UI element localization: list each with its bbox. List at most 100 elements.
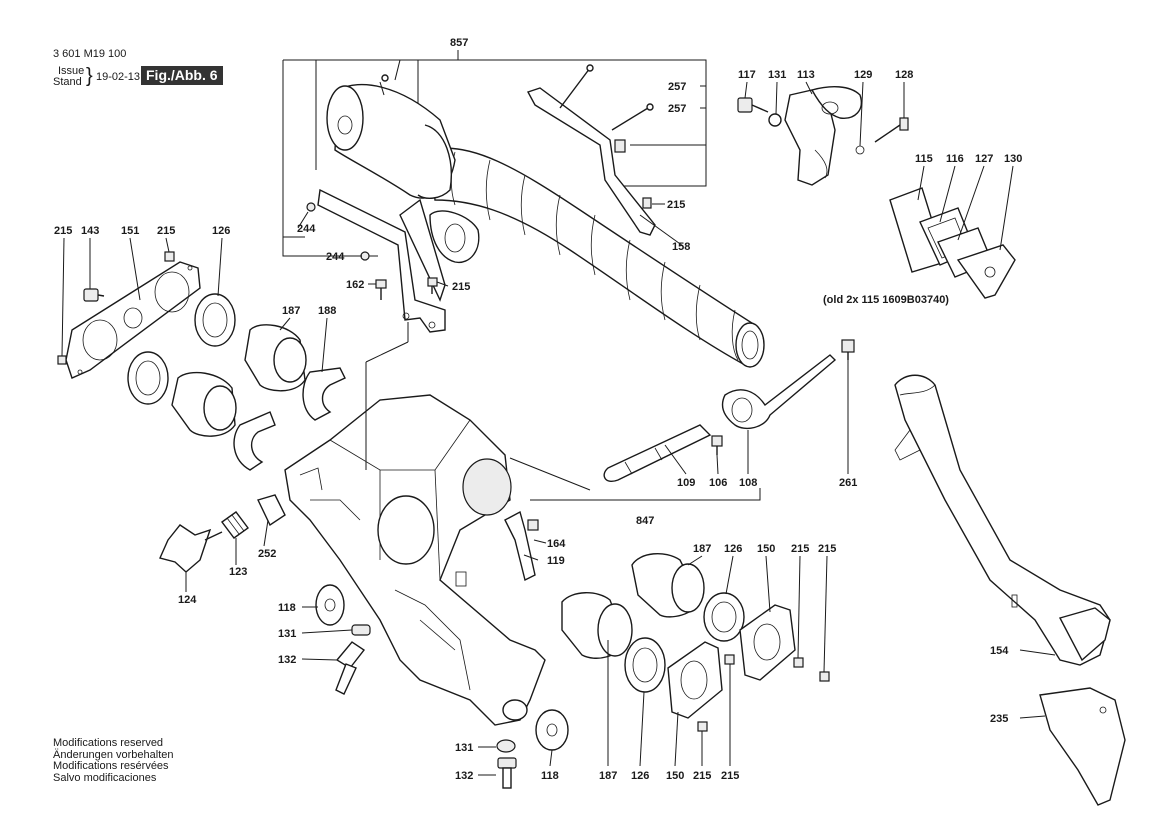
bushings-left <box>171 324 307 437</box>
note-en: Modifications reserved <box>53 737 164 749</box>
callout-108: 108 <box>739 477 757 489</box>
leader-lines <box>61 81 1056 776</box>
callout-847: 847 <box>636 515 654 527</box>
callout-215-mid: 215 <box>452 281 470 293</box>
knob-108 <box>721 354 837 430</box>
callout-128: 128 <box>895 69 913 81</box>
washer-118-left <box>315 584 345 626</box>
callout-132-bottom: 132 <box>455 770 473 782</box>
clips-188 <box>233 367 346 471</box>
callout-215-left2: 215 <box>157 225 175 237</box>
issue-date: 19-02-13 <box>96 71 141 83</box>
plate-151 <box>65 261 201 379</box>
main-housing <box>284 394 546 726</box>
cover-235 <box>1039 687 1126 806</box>
callout-129: 129 <box>854 69 872 81</box>
callout-126-bottom: 126 <box>631 770 649 782</box>
dust-hose-158 <box>429 147 765 368</box>
screw-143 <box>83 288 105 302</box>
ring-126-right <box>703 592 745 642</box>
callout-117: 117 <box>738 69 756 81</box>
callout-150-right: 150 <box>757 543 775 555</box>
callout-857: 857 <box>450 37 468 49</box>
spring-123 <box>221 511 249 539</box>
note-fr: Modifications resérvées <box>53 760 169 772</box>
callout-106: 106 <box>709 477 727 489</box>
callout-187-top: 187 <box>282 305 300 317</box>
callout-124: 124 <box>178 594 197 606</box>
dust-pipe <box>326 74 480 264</box>
plate-150-bottom <box>667 641 723 719</box>
screw-215-left2 <box>164 251 175 262</box>
nut-244b <box>360 251 370 261</box>
hose-bracket-257 <box>526 64 656 236</box>
callout-130: 130 <box>1004 153 1022 165</box>
plate-150-right <box>739 604 796 681</box>
callout-123: 123 <box>229 566 247 578</box>
callout-131-bottom: 131 <box>455 742 473 754</box>
callout-113: 113 <box>797 69 815 81</box>
screw-162 <box>375 279 387 300</box>
callout-118-left: 118 <box>278 602 296 614</box>
callout-154: 154 <box>990 645 1009 657</box>
callout-164: 164 <box>547 538 566 550</box>
modifications-notes: Modifications reserved Änderungen vorbeh… <box>53 737 174 784</box>
callout-118-bottom: 118 <box>541 770 559 782</box>
callout-119: 119 <box>547 555 565 567</box>
callout-151: 151 <box>121 225 139 237</box>
brace: } <box>86 65 93 87</box>
callout-115: 115 <box>915 153 933 165</box>
callout-215-bottom1: 215 <box>693 770 711 782</box>
callout-127: 127 <box>975 153 993 165</box>
callout-261: 261 <box>839 477 857 489</box>
callout-215-left1: 215 <box>54 225 72 237</box>
callout-244a: 244 <box>297 223 316 235</box>
nut-244a <box>306 202 316 212</box>
note-es: Salvo modificaciones <box>53 771 157 784</box>
filter-set <box>889 187 1016 299</box>
callout-158: 158 <box>672 241 690 253</box>
part-number: 3 601 M19 100 <box>53 48 127 60</box>
callout-116: 116 <box>946 153 964 165</box>
screw-106 <box>711 435 723 455</box>
note-de: Änderungen vorbehalten <box>53 748 174 761</box>
callout-257a: 257 <box>668 81 686 93</box>
old-part-note: (old 2x 115 1609B03740) <box>823 294 949 306</box>
bushing-187-right <box>631 553 705 618</box>
callout-257b: 257 <box>668 103 686 115</box>
callout-109: 109 <box>677 477 695 489</box>
bushing-187-bottom <box>561 592 633 659</box>
rings-left <box>127 293 236 405</box>
callout-150-bottom: 150 <box>666 770 684 782</box>
callout-143: 143 <box>81 225 99 237</box>
washer-118-bottom <box>535 709 569 751</box>
shaft-109 <box>603 424 712 482</box>
group-857-bracket <box>282 50 707 257</box>
callout-187-bottom: 187 <box>599 770 617 782</box>
callout-126-top: 126 <box>212 225 230 237</box>
callout-132-left: 132 <box>278 654 296 666</box>
callout-131-top: 131 <box>768 69 786 81</box>
issue-label: Issue <box>58 65 85 77</box>
figure-badge: Fig./Abb. 6 <box>141 66 223 85</box>
callout-labels: 857 257 257 215 244 244 162 215 158 117 … <box>54 37 1022 782</box>
callout-235: 235 <box>990 713 1008 725</box>
screw-215-b1 <box>724 654 735 665</box>
callout-187-right: 187 <box>693 543 711 555</box>
callout-244b: 244 <box>326 251 345 263</box>
lever-119 <box>504 510 539 582</box>
screw-215-left1 <box>57 355 67 365</box>
callout-131-left: 131 <box>278 628 296 640</box>
callout-215-r1: 215 <box>791 543 809 555</box>
callout-252: 252 <box>258 548 276 560</box>
callout-215-r2: 215 <box>818 543 836 555</box>
screw-215-r1 <box>793 657 804 668</box>
screw-261 <box>841 339 855 360</box>
screw-132-bottom <box>497 757 517 789</box>
screw-215-b2 <box>697 721 708 732</box>
chute-154 <box>894 374 1111 666</box>
bracket-847 <box>509 457 761 501</box>
callout-162: 162 <box>346 279 364 291</box>
pin-131-left <box>351 624 371 636</box>
